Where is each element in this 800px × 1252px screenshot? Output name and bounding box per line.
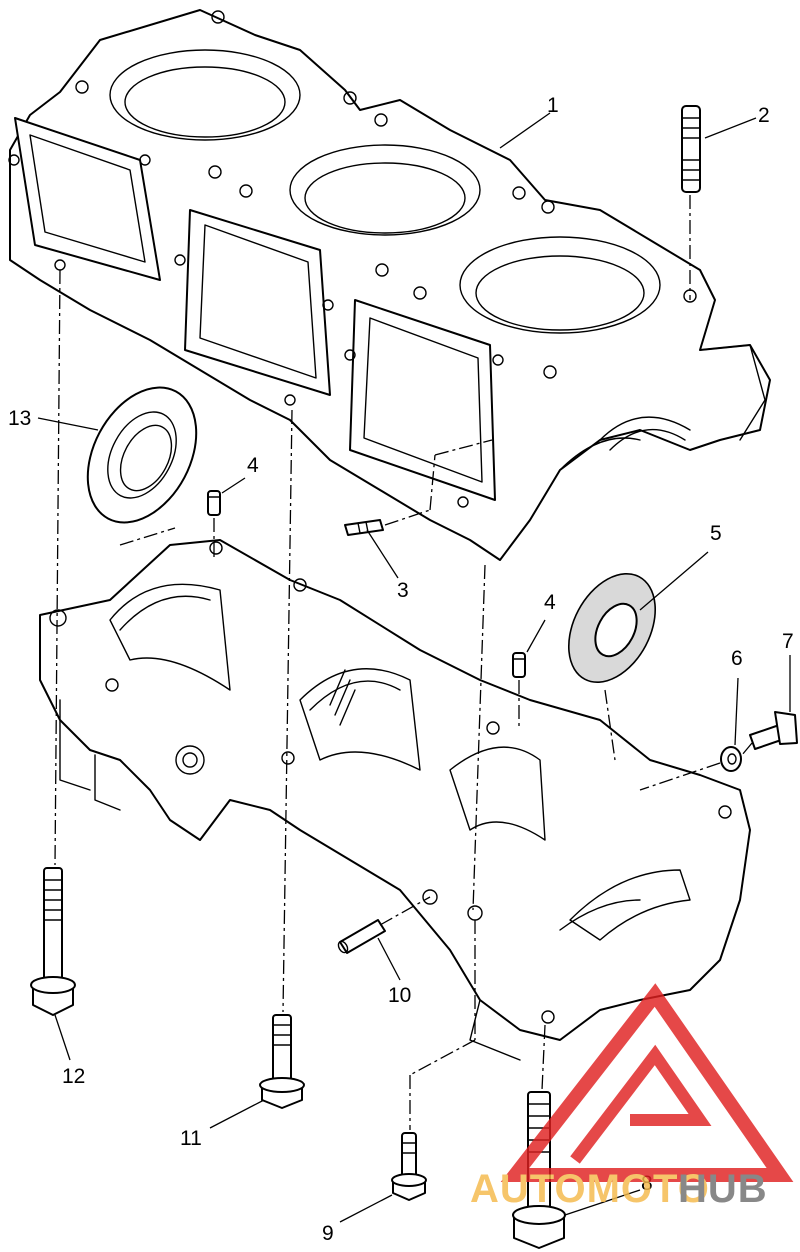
automotohub-logo-icon: [500, 983, 794, 1182]
callout-8: 8: [641, 1172, 653, 1195]
pin: [344, 519, 384, 536]
oil-seal-left: [86, 386, 198, 524]
callout-1: 1: [547, 94, 559, 117]
bolt-short: [391, 1132, 427, 1201]
callout-2: 2: [758, 104, 770, 127]
upper-crankcase: [8, 9, 771, 561]
callout-4-upper: 4: [247, 454, 259, 477]
washer: [720, 746, 742, 772]
callout-labels: 1 2 3 4 4 5 6 7 8 9 10 11 12 13: [8, 94, 794, 1245]
lower-crankcase: [39, 539, 751, 1061]
callout-12: 12: [62, 1065, 85, 1088]
callout-4-lower: 4: [544, 591, 556, 614]
callout-9: 9: [322, 1222, 334, 1245]
bolt-long-left: [30, 867, 76, 1016]
dowel-pin-upper: [207, 490, 221, 516]
callout-10: 10: [388, 984, 411, 1007]
leader-lines: [37, 112, 791, 1223]
watermark: AUTOMOTO HUB: [470, 983, 794, 1211]
watermark-text-automoto: AUTOMOTO: [470, 1167, 710, 1211]
callout-7: 7: [782, 630, 794, 653]
bolt-small: [749, 711, 798, 750]
callout-6: 6: [731, 647, 743, 670]
callout-13: 13: [8, 407, 31, 430]
pin-lower: [337, 919, 386, 954]
bolt-medium: [259, 1014, 305, 1109]
callout-3: 3: [397, 579, 409, 602]
callout-11: 11: [180, 1127, 202, 1150]
oil-seal-right: [567, 572, 657, 684]
dowel-pin-lower: [512, 652, 526, 678]
watermark-text-hub: HUB: [678, 1167, 768, 1211]
assembly-centerlines: [54, 195, 753, 1130]
callout-5: 5: [710, 522, 722, 545]
stud: [681, 105, 701, 193]
